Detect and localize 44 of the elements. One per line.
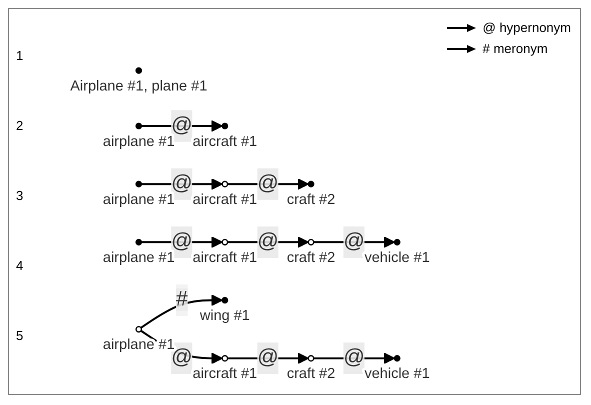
circle-node	[308, 180, 314, 188]
row-number: 1	[16, 48, 24, 62]
edge-label: @	[171, 342, 193, 374]
circle-node	[222, 238, 228, 246]
row-number: 2	[16, 118, 24, 132]
circle-node	[394, 238, 400, 246]
circle-node	[222, 122, 228, 130]
node-caption: craft #2	[286, 366, 336, 382]
circle-node	[135, 67, 142, 74]
circle-node	[135, 180, 142, 188]
legend-label: @ hypernonym	[482, 20, 571, 35]
circle-node	[394, 355, 400, 362]
edge-label: @	[171, 110, 193, 142]
circle-node	[222, 180, 228, 188]
node-caption: craft #2	[286, 192, 336, 208]
circle-node	[222, 296, 228, 304]
node-caption: Airplane #1, plane #1	[70, 78, 208, 94]
circle-node	[308, 355, 314, 362]
legend-label: # meronym	[482, 41, 548, 56]
edge-label: @	[343, 226, 365, 258]
circle-node	[135, 238, 142, 246]
edge-label: @	[343, 342, 365, 374]
row-number: 3	[16, 188, 24, 202]
edge-label: @	[171, 168, 193, 200]
node-caption: vehicle #1	[364, 366, 430, 382]
circle-node	[222, 355, 228, 362]
arrow	[140, 294, 223, 329]
edge-label: @	[257, 342, 279, 374]
row-number: 4	[16, 258, 24, 272]
node-caption: aircraft #1	[192, 192, 258, 208]
row-number: 5	[16, 328, 24, 342]
circle-node	[308, 238, 314, 246]
node-caption: vehicle #1	[364, 250, 430, 266]
node-caption: craft #2	[286, 250, 336, 266]
circle-node	[135, 122, 142, 130]
edge-label: @	[257, 226, 279, 258]
edge-label: @	[257, 168, 279, 200]
edge-label: @	[171, 226, 193, 258]
circle-node	[135, 326, 142, 333]
node-caption: wing #1	[200, 308, 250, 324]
node-caption: aircraft #1	[192, 250, 258, 266]
edge-label: #	[176, 284, 188, 316]
node-caption: aircraft #1	[192, 134, 258, 150]
node-caption: aircraft #1	[192, 366, 258, 382]
